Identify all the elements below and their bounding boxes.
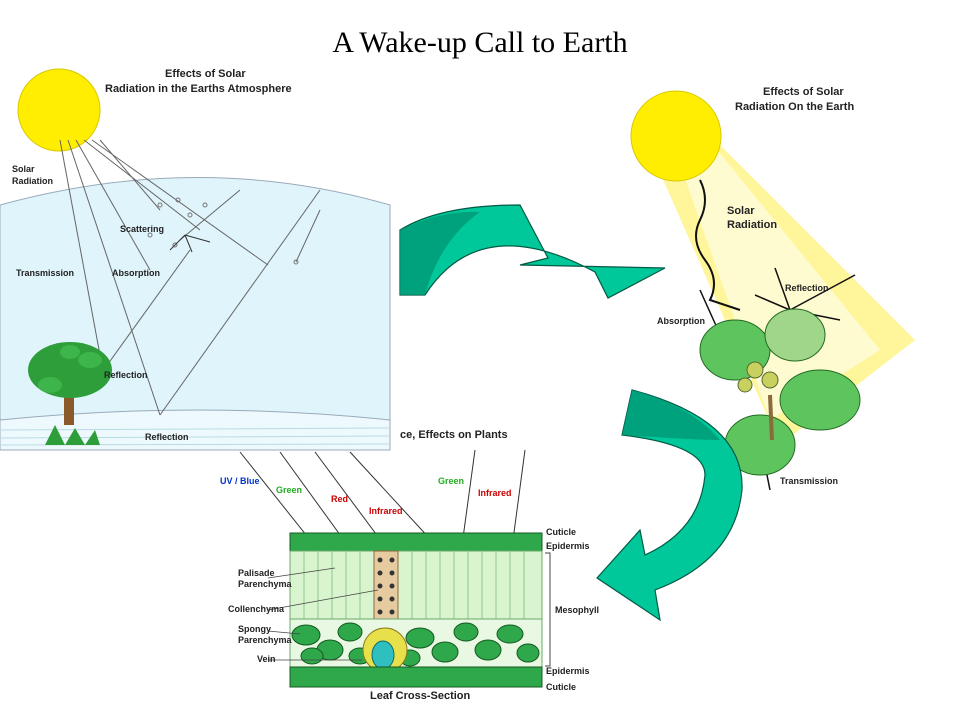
spongy-label-2: Parenchyma (238, 635, 293, 645)
earth-panel: Effects of Solar Radiation On the Earth … (630, 86, 915, 491)
plant-leaves (699, 308, 861, 476)
solar-wave (695, 179, 741, 311)
epidermis-bottom-label: Epidermis (546, 666, 590, 676)
earth-heading-1: Effects of Solar (763, 86, 844, 98)
infrared-in-label: Infrared (369, 506, 403, 516)
reflection-ground-label: Reflection (145, 432, 189, 442)
cuticle-top-label: Cuticle (546, 527, 576, 537)
mesophyll-bracket (545, 552, 551, 667)
atmosphere-heading-1: Effects of Solar (165, 68, 246, 80)
scatter-arrows (169, 234, 211, 253)
leader-lines (267, 567, 379, 661)
earth-absorption-label: Absorption (657, 316, 705, 326)
green-out-label: Green (438, 476, 464, 486)
spongy-label-1: Spongy (238, 624, 271, 634)
mesophyll-label: Mesophyll (555, 605, 599, 615)
solar-label-1: Solar (12, 164, 35, 174)
cycle-arrow-right (596, 389, 743, 622)
infrared-out-label: Infrared (478, 488, 512, 498)
palisade-label-1: Palisade (238, 568, 275, 578)
earth-sun-icon (630, 90, 722, 182)
epidermis-top-label: Epidermis (546, 541, 590, 551)
earth-reflection-label: Reflection (785, 283, 829, 293)
palisade-layer (289, 550, 543, 620)
absorption-label: Absorption (112, 268, 160, 278)
solar-label-2: Radiation (12, 176, 53, 186)
top-epidermis (289, 532, 543, 552)
page-title: A Wake-up Call to Earth (332, 26, 628, 59)
leaf-panel: ce, Effects on Plants UV / Blue Green Re… (220, 429, 599, 702)
radiation-rays (59, 139, 321, 416)
leaf-heading: ce, Effects on Plants (400, 429, 508, 441)
vein-label: Vein (257, 654, 276, 664)
palisade-label-2: Parenchyma (238, 579, 293, 589)
tree-icon (28, 342, 112, 445)
green-in-label: Green (276, 485, 302, 495)
earth-solar-label-2: Radiation (727, 219, 777, 231)
cycle-arrow-top (399, 204, 666, 299)
reflection-tree-label: Reflection (104, 370, 148, 380)
atmosphere-panel: Effects of Solar Radiation in the Earths… (0, 68, 391, 451)
collenchyma-dots (377, 557, 395, 615)
scatter-particles (147, 197, 299, 265)
sky-area (0, 177, 391, 451)
collenchyma-label: Collenchyma (228, 604, 285, 614)
atmosphere-heading-2: Radiation in the Earths Atmosphere (105, 83, 292, 95)
palisade-cells (303, 551, 525, 619)
earth-transmission-label: Transmission (780, 476, 838, 486)
bottom-epidermis (289, 666, 543, 688)
uv-blue-label: UV / Blue (220, 476, 260, 486)
transmission-label: Transmission (16, 268, 74, 278)
red-label: Red (331, 494, 348, 504)
earth-heading-2: Radiation On the Earth (735, 101, 854, 113)
scattering-label: Scattering (120, 224, 164, 234)
earth-solar-label-1: Solar (727, 205, 755, 217)
cuticle-bottom-label: Cuticle (546, 682, 576, 692)
collenchyma-column (373, 550, 399, 620)
sun-icon (17, 68, 101, 152)
leaf-caption: Leaf Cross-Section (370, 690, 471, 702)
